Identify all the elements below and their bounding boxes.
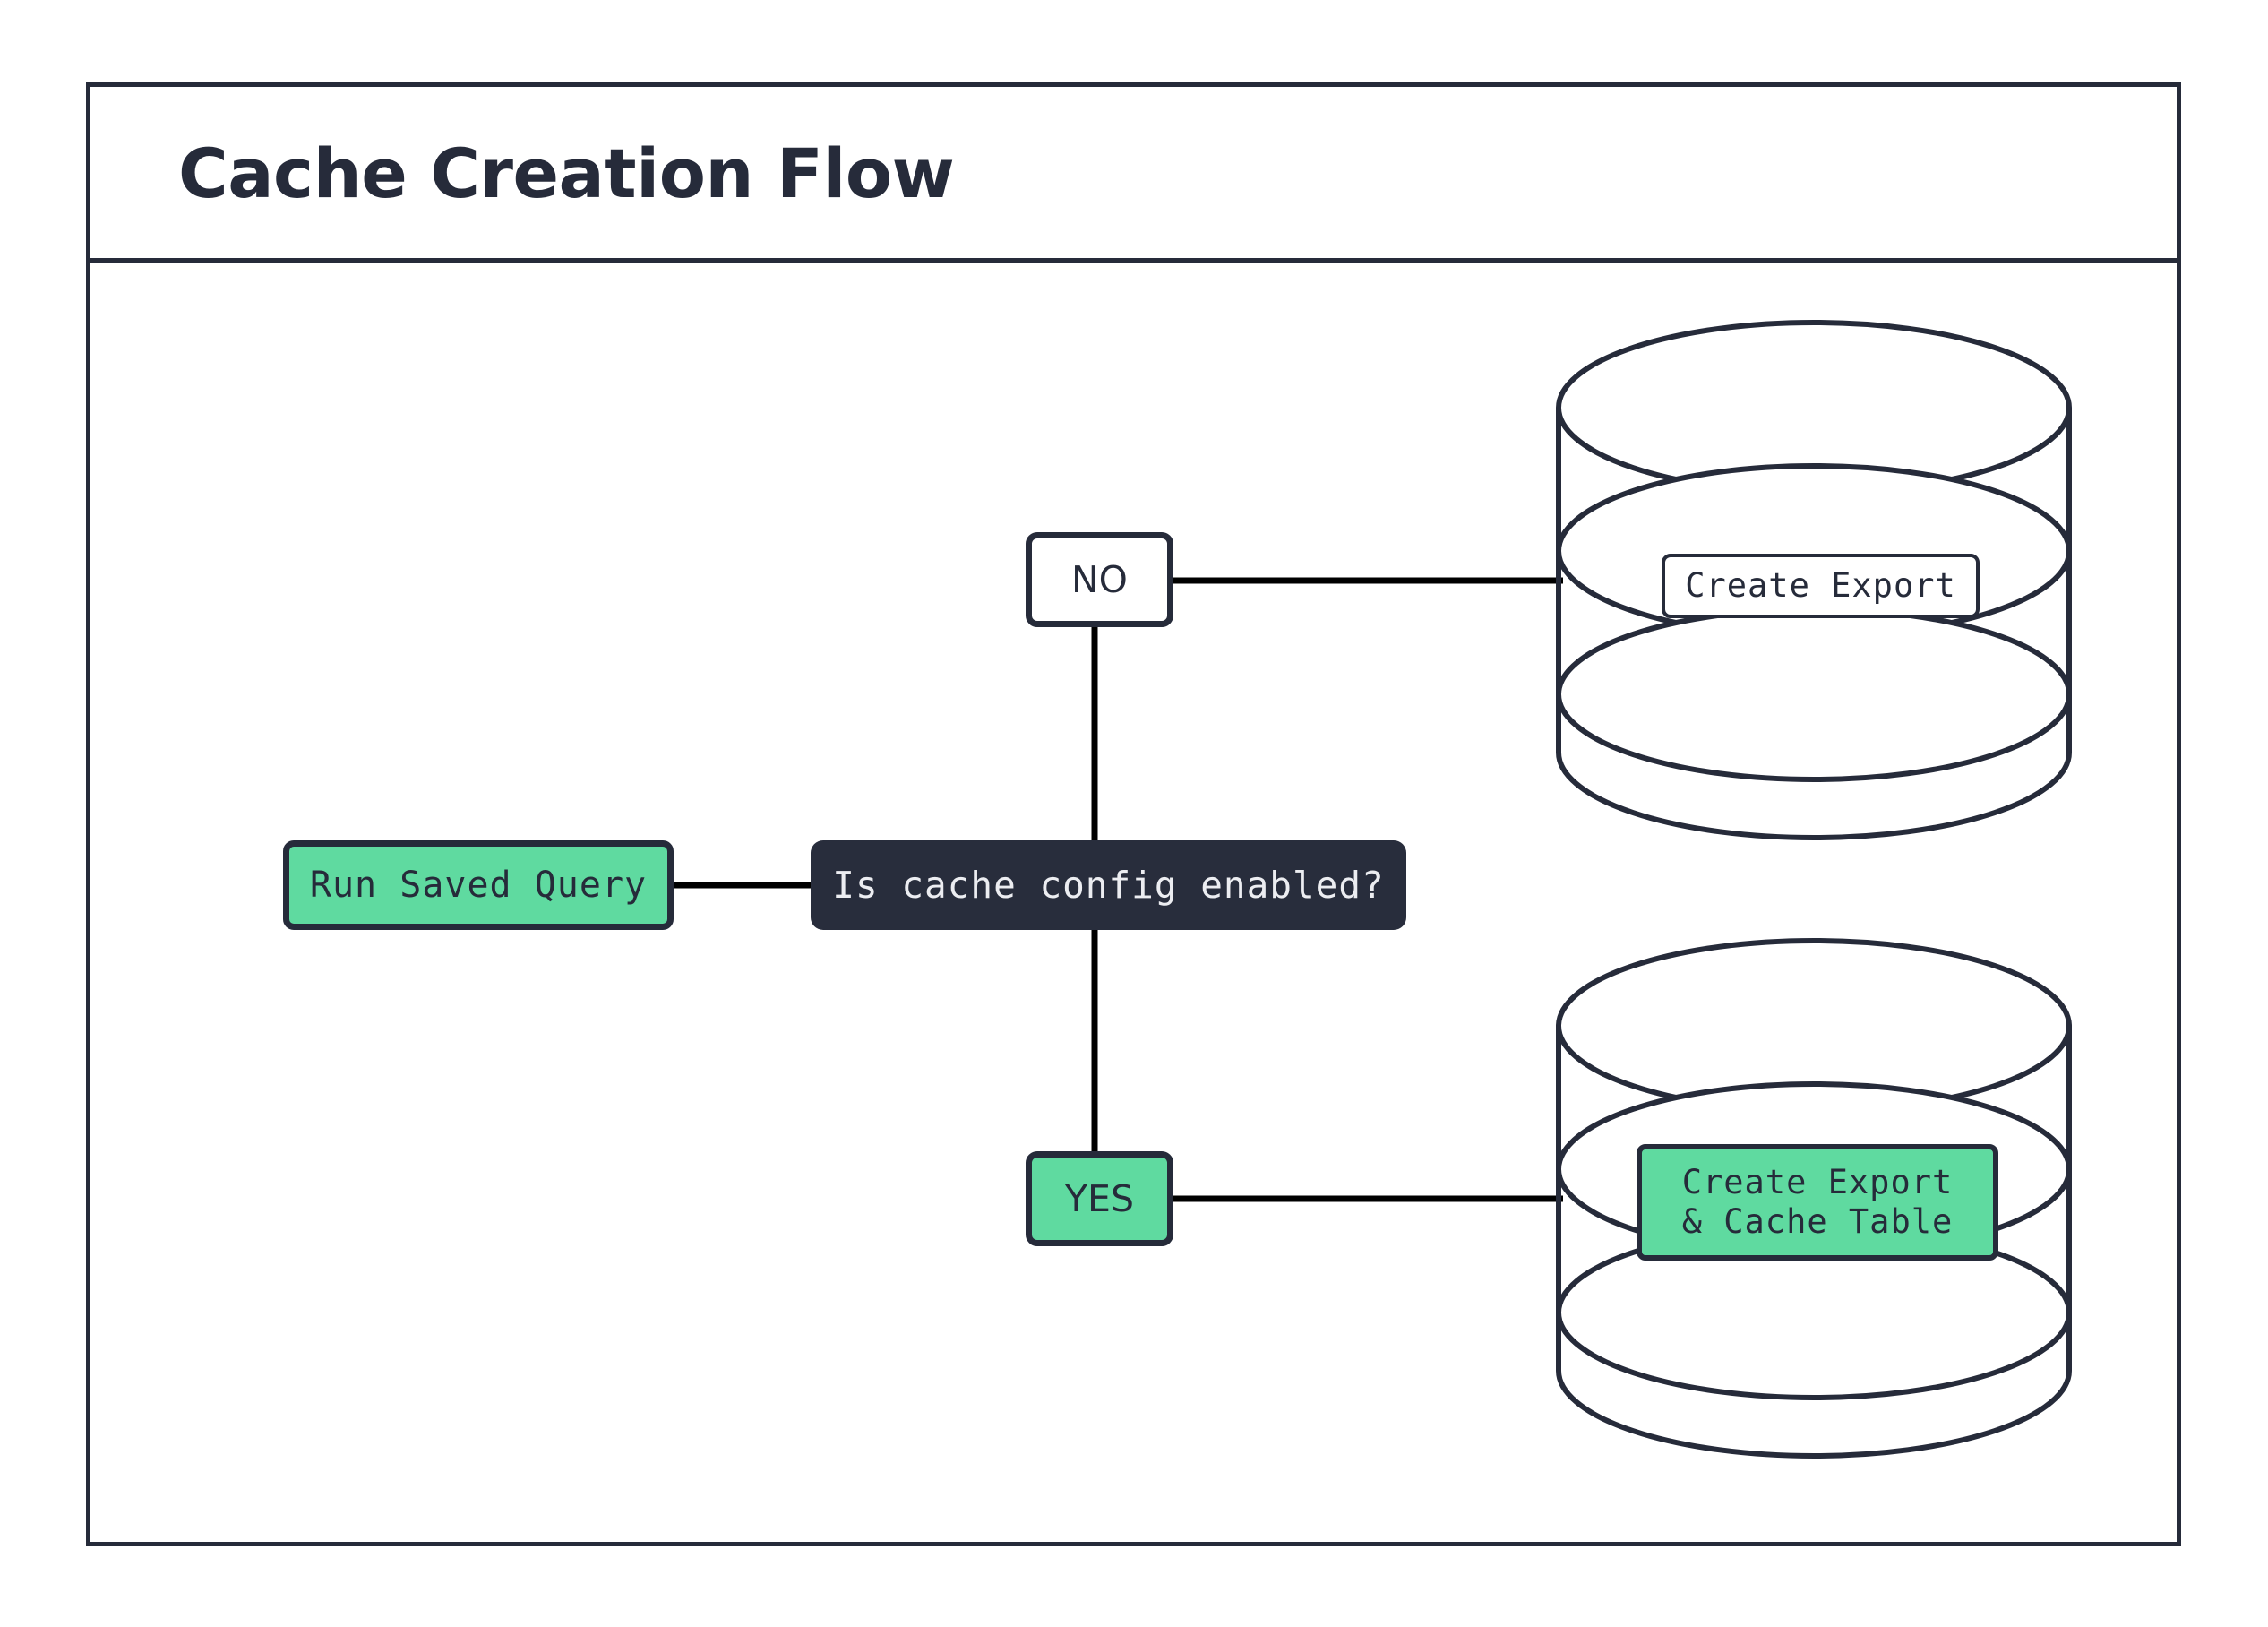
node-create-export-and-cache-table[interactable]: Create Export & Cache Table [1637,1144,1998,1261]
diagram-frame: Cache Creation Flow [86,82,2181,1546]
node-branch-no[interactable]: NO [1026,532,1173,627]
diagram-title-bar: Cache Creation Flow [90,87,2177,263]
node-branch-yes[interactable]: YES [1026,1151,1173,1246]
node-run-saved-query[interactable]: Run Saved Query [283,840,674,930]
node-is-cache-config-enabled[interactable]: Is cache config enabled? [811,840,1406,930]
page-title: Cache Creation Flow [178,133,955,213]
node-create-export[interactable]: Create Export [1662,554,1980,618]
